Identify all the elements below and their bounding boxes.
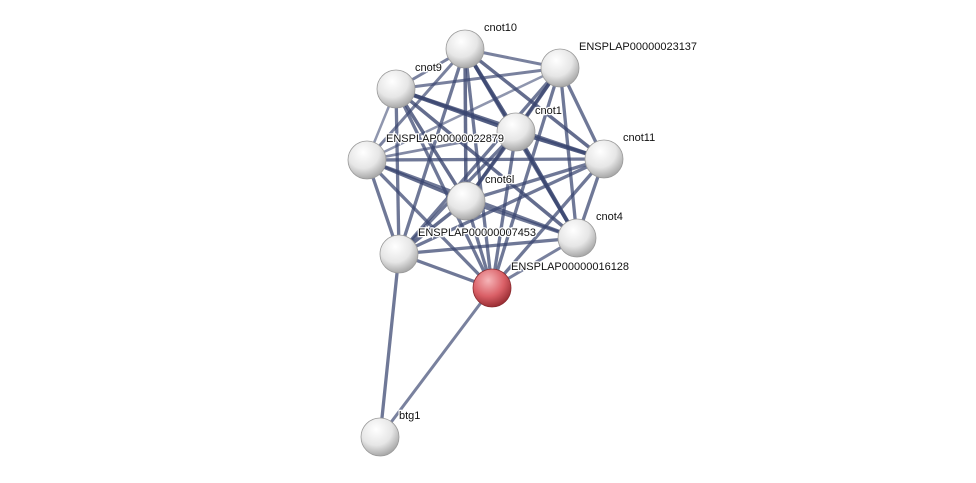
node-label: cnot4 bbox=[596, 211, 623, 223]
node-ENSPLAP00000016128[interactable]: ENSPLAP00000016128 bbox=[472, 260, 630, 308]
node-sphere[interactable] bbox=[472, 268, 512, 308]
edge-cnot11-ENSPLAP00000007453[interactable] bbox=[398, 157, 605, 256]
node-label: ENSPLAP00000023137 bbox=[579, 41, 697, 53]
node-cnot4[interactable]: cnot4 bbox=[557, 210, 624, 258]
node-ENSPLAP00000023137[interactable]: ENSPLAP00000023137 bbox=[540, 40, 698, 88]
node-sphere[interactable] bbox=[376, 69, 416, 109]
node-label: cnot10 bbox=[484, 22, 517, 34]
node-label: ENSPLAP00000016128 bbox=[511, 261, 629, 273]
edge-cnot4-ENSPLAP00000007453[interactable] bbox=[398, 236, 578, 256]
edge-ENSPLAP00000023137-cnot9[interactable] bbox=[395, 66, 561, 91]
node-cnot11[interactable]: cnot11 bbox=[584, 131, 656, 179]
node-sphere[interactable] bbox=[557, 218, 597, 258]
edge-btg1-ENSPLAP00000007453[interactable] bbox=[378, 253, 401, 438]
node-cnot10[interactable]: cnot10 bbox=[445, 21, 518, 69]
edge-btg1-ENSPLAP00000016128[interactable] bbox=[378, 287, 494, 438]
node-sphere[interactable] bbox=[379, 234, 419, 274]
node-label: btg1 bbox=[399, 410, 420, 422]
node-ENSPLAP00000022879[interactable]: ENSPLAP00000022879 bbox=[347, 132, 505, 180]
node-label: ENSPLAP00000007453 bbox=[418, 227, 536, 239]
node-cnot1[interactable]: cnot1 bbox=[496, 104, 563, 152]
edge-cnot10-ENSPLAP00000007453[interactable] bbox=[397, 48, 467, 255]
node-label: ENSPLAP00000022879 bbox=[386, 133, 504, 145]
node-sphere[interactable] bbox=[540, 48, 580, 88]
edge-ENSPLAP00000022879-cnot11[interactable] bbox=[366, 157, 605, 162]
node-sphere[interactable] bbox=[347, 140, 387, 180]
node-sphere[interactable] bbox=[496, 112, 536, 152]
edge-ENSPLAP00000023137-ENSPLAP00000016128[interactable] bbox=[490, 67, 562, 289]
edge-ENSPLAP00000023137-cnot4[interactable] bbox=[558, 67, 579, 239]
node-cnot6l[interactable]: cnot6l bbox=[446, 173, 516, 221]
edge-cnot11-ENSPLAP00000016128[interactable] bbox=[490, 157, 606, 290]
edge-cnot1-ENSPLAP00000022879[interactable] bbox=[366, 130, 517, 162]
edge-cnot10-ENSPLAP00000016128[interactable] bbox=[463, 48, 494, 289]
node-label: cnot1 bbox=[535, 105, 562, 117]
node-label: cnot9 bbox=[415, 62, 442, 74]
node-btg1[interactable]: btg1 bbox=[360, 409, 422, 457]
edge-cnot9-cnot6l[interactable] bbox=[394, 88, 468, 202]
node-sphere[interactable] bbox=[360, 417, 400, 457]
node-sphere[interactable] bbox=[584, 139, 624, 179]
edge-cnot6l-cnot4[interactable] bbox=[465, 199, 578, 240]
node-cnot9[interactable]: cnot9 bbox=[376, 61, 443, 109]
node-sphere[interactable] bbox=[446, 181, 486, 221]
node-ENSPLAP00000007453[interactable]: ENSPLAP00000007453 bbox=[379, 226, 537, 274]
edge-cnot11-cnot6l[interactable] bbox=[465, 157, 605, 203]
node-label: cnot11 bbox=[623, 132, 655, 144]
node-label: cnot6l bbox=[485, 174, 514, 186]
edge-ENSPLAP00000022879-ENSPLAP00000016128[interactable] bbox=[365, 158, 494, 290]
node-sphere[interactable] bbox=[445, 29, 485, 69]
